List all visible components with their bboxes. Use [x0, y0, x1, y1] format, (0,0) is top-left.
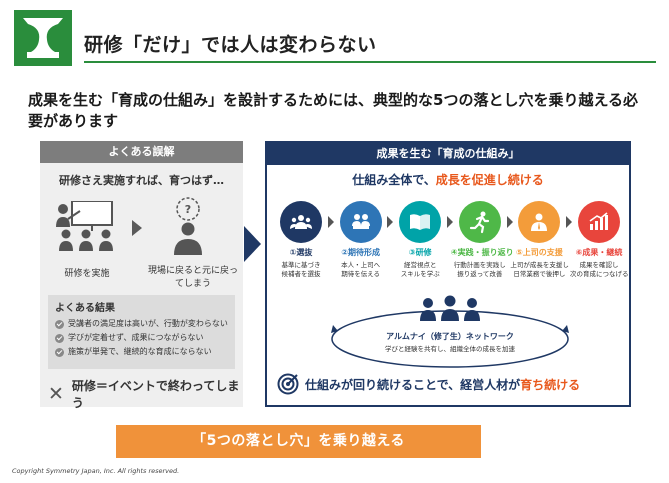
step-description: 基準に基づき候補者を選抜 [281, 261, 321, 278]
result-item: 受講者の満足度は高いが、行動が変わらない [55, 317, 228, 331]
target-icon [277, 373, 299, 395]
title-underline [84, 61, 656, 63]
system-subtitle: 仕組み全体で、成長を促進し続ける [352, 173, 544, 187]
check-icon [55, 347, 64, 357]
step-label: ①選抜 [289, 248, 313, 257]
system-header: 成果を生む「育成の仕組み」 [267, 143, 629, 165]
chevron-right-icon [447, 216, 453, 228]
step-label: ④実践・振り返り [450, 248, 514, 257]
process-step: ⑥成果・継続成果を確認し次の育成につなげる [570, 201, 629, 279]
misconception-subtitle: 研修さえ実施すれば、育つはず… [59, 174, 224, 187]
step-description: 上司が成長を支援し日常業務で後押し [510, 261, 569, 278]
caption-revert: 現場に戻ると元に戻ってしまう [147, 266, 238, 289]
system-footer: 仕組みが回り続けることで、経営人材が育ち続ける [277, 373, 623, 395]
chevron-right-icon [387, 216, 394, 228]
book-icon [399, 201, 442, 243]
step-label: ②期待形成 [341, 248, 380, 257]
process-step: ④実践・振り返り行動計画を実践し振り返って改善 [450, 201, 514, 279]
caption-training: 研修を実施 [64, 269, 110, 279]
result-item: 施策が単発で、継続的な育成にならない [55, 345, 228, 359]
svg-text:?: ? [185, 203, 191, 216]
network-cycle-icon [331, 295, 569, 368]
misconception-header: よくある誤解 [40, 141, 243, 163]
confused-person-icon: ? [174, 197, 202, 255]
process-step: ③研修経営視点とスキルを学ぶ [391, 201, 449, 279]
result-item: 学びが定着せず、成果につながらない [55, 331, 228, 345]
page-title: 研修「だけ」では人は変わらない [84, 34, 377, 56]
step-label: ③研修 [408, 248, 432, 257]
chevron-right-icon [506, 216, 513, 228]
results-title: よくある結果 [55, 303, 115, 314]
pitfalls-banner: 「5つの落とし穴」を乗り越える [116, 425, 481, 458]
lead-text: 成果を生む「育成の仕組み」を設計するためには、典型的な5つの落とし穴を乗り越える… [28, 91, 638, 130]
system-panel: 成果を生む「育成の仕組み」 仕組み全体で、成長を促進し続ける ①選抜基準に基づき… [265, 141, 631, 407]
growth-chart-icon [578, 201, 620, 243]
lecture-icon [56, 201, 113, 251]
manager-icon [518, 201, 561, 243]
transition-arrow-icon [244, 226, 261, 262]
group-icon [280, 201, 322, 243]
cross-icon: ✕ [48, 383, 64, 405]
step-description: 本人・上司へ期待を伝える [341, 261, 381, 278]
process-step: ⑤上司の支援上司が成長を支援し日常業務で後押し [510, 201, 569, 279]
alumni-network-desc: 学びと経験を共有し、組織全体の成長を加速 [385, 345, 515, 353]
step-label: ⑤上司の支援 [516, 248, 563, 257]
alumni-network-title: アルムナイ（修了生）ネットワーク [386, 332, 514, 341]
chevron-right-icon [566, 216, 573, 228]
step-description: 成果を確認し次の育成につなげる [570, 261, 629, 278]
copyright-text: Copyright Symmetry Japan, Inc. All right… [12, 467, 180, 475]
meeting-icon [339, 201, 382, 243]
results-box: よくある結果 受講者の満足度は高いが、行動が変わらない 学びが定着せず、成果につ… [48, 295, 235, 369]
arrow-right-icon [132, 220, 142, 236]
step-description: 経営視点とスキルを学ぶ [400, 261, 440, 278]
running-icon [458, 201, 501, 243]
process-step: ①選抜基準に基づき候補者を選抜 [272, 201, 330, 279]
misconception-footer: ✕ 研修＝イベントで終わってしまう [48, 379, 240, 410]
process-step: ②期待形成本人・上司へ期待を伝える [332, 201, 390, 279]
chevron-right-icon [327, 216, 334, 228]
check-icon [55, 333, 64, 343]
step-label: ⑥成果・継続 [575, 248, 623, 257]
step-description: 行動計画を実践し振り返って改善 [453, 261, 506, 278]
company-logo [14, 10, 72, 66]
check-icon [55, 319, 64, 329]
misconception-panel: よくある誤解 研修さえ実施すれば、育つはず… 研修を実施 ? 現場に戻ると元に戻… [40, 141, 243, 410]
